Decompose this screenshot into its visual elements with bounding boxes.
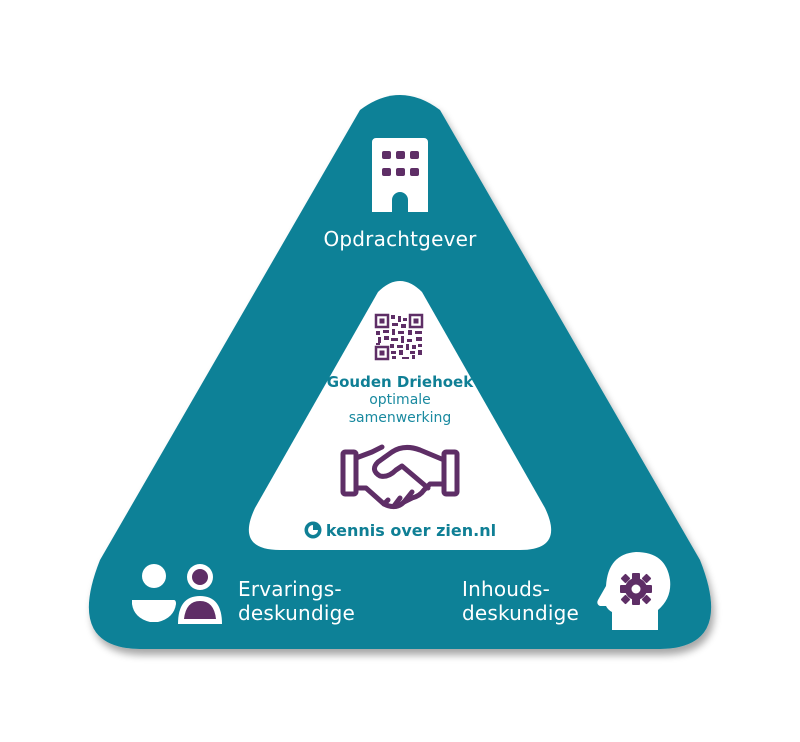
people-icon [132,564,222,624]
handshake-icon [340,444,460,510]
node-inhoudsdeskundige: Inhouds- deskundige [462,577,579,625]
qr-code-icon [374,313,424,361]
node-inhoudsdeskundige-line2: deskundige [462,601,579,625]
node-ervaringsdeskundige: Ervarings- deskundige [238,577,355,625]
brand-text: kennis over zien.nl [325,521,497,540]
inner-triangle [248,281,552,550]
building-icon [372,138,428,212]
head-gear-icon [597,552,671,630]
center-subtitle-line2: samenwerking [348,410,452,426]
center-subtitle-line1: optimale [369,392,431,408]
brand-footer: kennis over zien.nl [300,520,500,542]
node-inhoudsdeskundige-line1: Inhouds- [462,577,551,601]
brand-logo-icon [304,521,322,539]
node-ervaringsdeskundige-line2: deskundige [238,601,355,625]
node-ervaringsdeskundige-line1: Ervarings- [238,577,342,601]
center-title: Gouden Driehoek [326,373,474,391]
node-opdrachtgever: Opdrachtgever [323,227,477,251]
